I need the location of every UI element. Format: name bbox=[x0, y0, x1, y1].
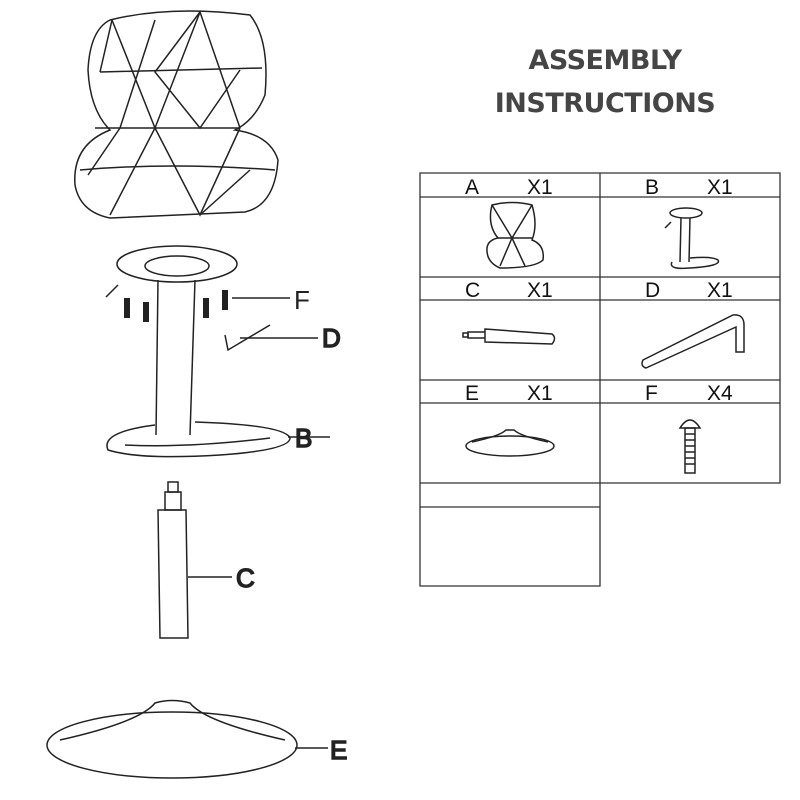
part-d-qty: X1 bbox=[707, 279, 733, 302]
seat-icon bbox=[486, 201, 545, 269]
gas-lift-footrest-icon bbox=[664, 207, 720, 270]
cylinder-drawing: C bbox=[157, 481, 256, 639]
gas-cylinder-icon bbox=[462, 328, 556, 345]
part-b-letter: B bbox=[645, 176, 659, 199]
part-f-letter: F bbox=[645, 382, 658, 405]
allen-key-icon bbox=[641, 314, 745, 369]
part-a-letter: A bbox=[465, 176, 479, 199]
base-plate-icon bbox=[465, 429, 555, 457]
label-e: E bbox=[330, 735, 347, 765]
part-b-qty: X1 bbox=[707, 176, 733, 199]
title-line-2: INSTRUCTIONS bbox=[494, 88, 716, 119]
label-f: F bbox=[294, 285, 310, 315]
part-e-letter: E bbox=[465, 382, 479, 405]
allen-key-drawing: D bbox=[224, 322, 342, 354]
label-d: D bbox=[322, 323, 341, 353]
screws-drawing: F bbox=[124, 285, 310, 322]
part-c-letter: C bbox=[465, 279, 480, 302]
seat-drawing bbox=[74, 9, 279, 219]
title-line-1: ASSEMBLY bbox=[528, 45, 682, 76]
gas-lift-drawing: B bbox=[105, 245, 330, 458]
base-drawing: E bbox=[46, 699, 348, 779]
parts-table: A X1 B X1 C X1 D X1 E X1 F X4 bbox=[419, 172, 781, 587]
part-d-letter: D bbox=[645, 279, 660, 302]
label-c: C bbox=[236, 563, 255, 593]
label-b: B bbox=[295, 423, 312, 453]
screw-icon bbox=[678, 419, 702, 474]
part-e-qty: X1 bbox=[527, 382, 553, 405]
part-c-qty: X1 bbox=[527, 279, 553, 302]
part-f-qty: X4 bbox=[707, 382, 733, 405]
part-a-qty: X1 bbox=[527, 176, 553, 199]
